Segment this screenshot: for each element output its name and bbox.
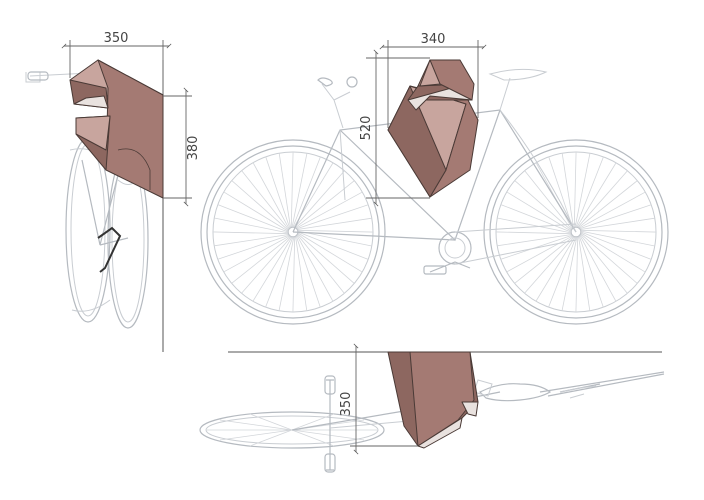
wheel-spoke — [500, 234, 573, 260]
side-width-dimension: 340 — [379, 32, 487, 128]
side-width-label: 340 — [421, 32, 446, 47]
front-height-dimension: 380 — [163, 87, 201, 207]
wheel-spoke — [297, 234, 345, 294]
wheel-spoke — [577, 170, 628, 228]
wheel-spoke — [290, 151, 294, 228]
wheel-spoke — [575, 236, 579, 313]
wheel-spoke — [561, 236, 578, 311]
wheel-spoke — [535, 236, 576, 302]
wheel-spoke — [252, 162, 290, 229]
wheel-spoke — [580, 230, 655, 247]
side-rack — [387, 59, 479, 198]
wheel-spoke — [506, 235, 573, 273]
wheel-spoke — [297, 230, 372, 247]
wheel-spoke — [497, 217, 572, 234]
wheel-spoke — [580, 231, 652, 260]
front-width-dimension: 350 — [61, 31, 172, 94]
wheel-spoke — [500, 204, 572, 233]
wheel-spoke — [292, 156, 321, 228]
wheel-spoke — [223, 191, 289, 232]
wheel-spoke — [573, 151, 577, 228]
wheel-spoke — [514, 236, 574, 284]
wheel-spoke — [578, 180, 638, 228]
wheel-spoke — [297, 231, 369, 260]
top-depth-dimension: 350 — [339, 343, 418, 455]
wheel-spoke — [291, 153, 308, 228]
wheel-spoke — [561, 153, 574, 228]
wheel-spoke — [214, 217, 289, 234]
top-bicycle — [199, 371, 665, 473]
top-depth-label: 350 — [339, 392, 354, 417]
wheel-spoke — [297, 233, 355, 284]
wheel-spoke — [297, 229, 374, 233]
wheel-spoke — [241, 236, 292, 294]
wheel-spoke — [576, 162, 617, 228]
wheel-spoke — [580, 232, 646, 273]
wheel-spoke — [231, 180, 289, 231]
wheel-spoke — [296, 235, 334, 302]
wheel-spoke — [297, 232, 363, 273]
side-rear-wheel — [200, 139, 386, 325]
wheel-spoke — [265, 156, 291, 229]
wheel-spoke — [578, 235, 604, 308]
wheel-spoke — [217, 204, 289, 233]
wheel-spoke — [574, 153, 591, 228]
wheel-spoke — [241, 170, 289, 230]
wheel-spoke — [231, 236, 291, 284]
wheel-spoke — [217, 234, 290, 260]
wheel-spoke — [548, 156, 574, 229]
wheel-spoke — [580, 233, 638, 284]
wheel-spoke — [223, 235, 290, 273]
wheel-spoke — [580, 217, 655, 230]
wheel-spoke — [265, 236, 294, 308]
wheel-spoke — [278, 236, 295, 311]
side-view: 340 520 — [200, 32, 669, 325]
wheel-spoke — [252, 236, 293, 302]
front-rack — [69, 59, 164, 199]
side-bicycle — [200, 68, 669, 325]
wheel-spoke — [297, 217, 372, 230]
wheel-spoke — [278, 153, 291, 228]
side-front-wheel — [483, 139, 669, 325]
wheel-spoke — [495, 231, 572, 235]
wheel-spoke — [294, 170, 345, 228]
side-height-dimension: 520 — [359, 49, 430, 207]
wheel-spoke — [514, 180, 572, 231]
front-height-label: 380 — [186, 136, 201, 161]
wheel-spoke — [524, 170, 572, 230]
wheel-spoke — [214, 234, 289, 247]
top-view: 350 — [199, 343, 665, 473]
wheel-spoke — [579, 191, 646, 229]
wheel-spoke — [578, 236, 591, 311]
front-view: 350 380 — [25, 31, 201, 352]
wheel-spoke — [579, 204, 652, 230]
top-rack — [387, 351, 479, 449]
wheel-spoke — [548, 236, 577, 308]
wheel-spoke — [580, 229, 657, 233]
wheel-spoke — [579, 235, 617, 302]
wheel-spoke — [292, 236, 296, 313]
wheel-spoke — [296, 191, 363, 229]
wheel-spoke — [535, 162, 573, 229]
wheel-spoke — [296, 204, 369, 230]
front-width-label: 350 — [104, 31, 129, 46]
wheel-spoke — [295, 235, 321, 308]
wheel-spoke — [295, 180, 355, 228]
wheel-spoke — [497, 234, 572, 247]
side-height-label: 520 — [359, 116, 374, 141]
wheel-spoke — [524, 236, 575, 294]
wheel-spoke — [580, 234, 628, 294]
wheel-spoke — [212, 231, 289, 235]
wheel-spoke — [575, 156, 604, 228]
wheel-spoke — [295, 236, 308, 311]
